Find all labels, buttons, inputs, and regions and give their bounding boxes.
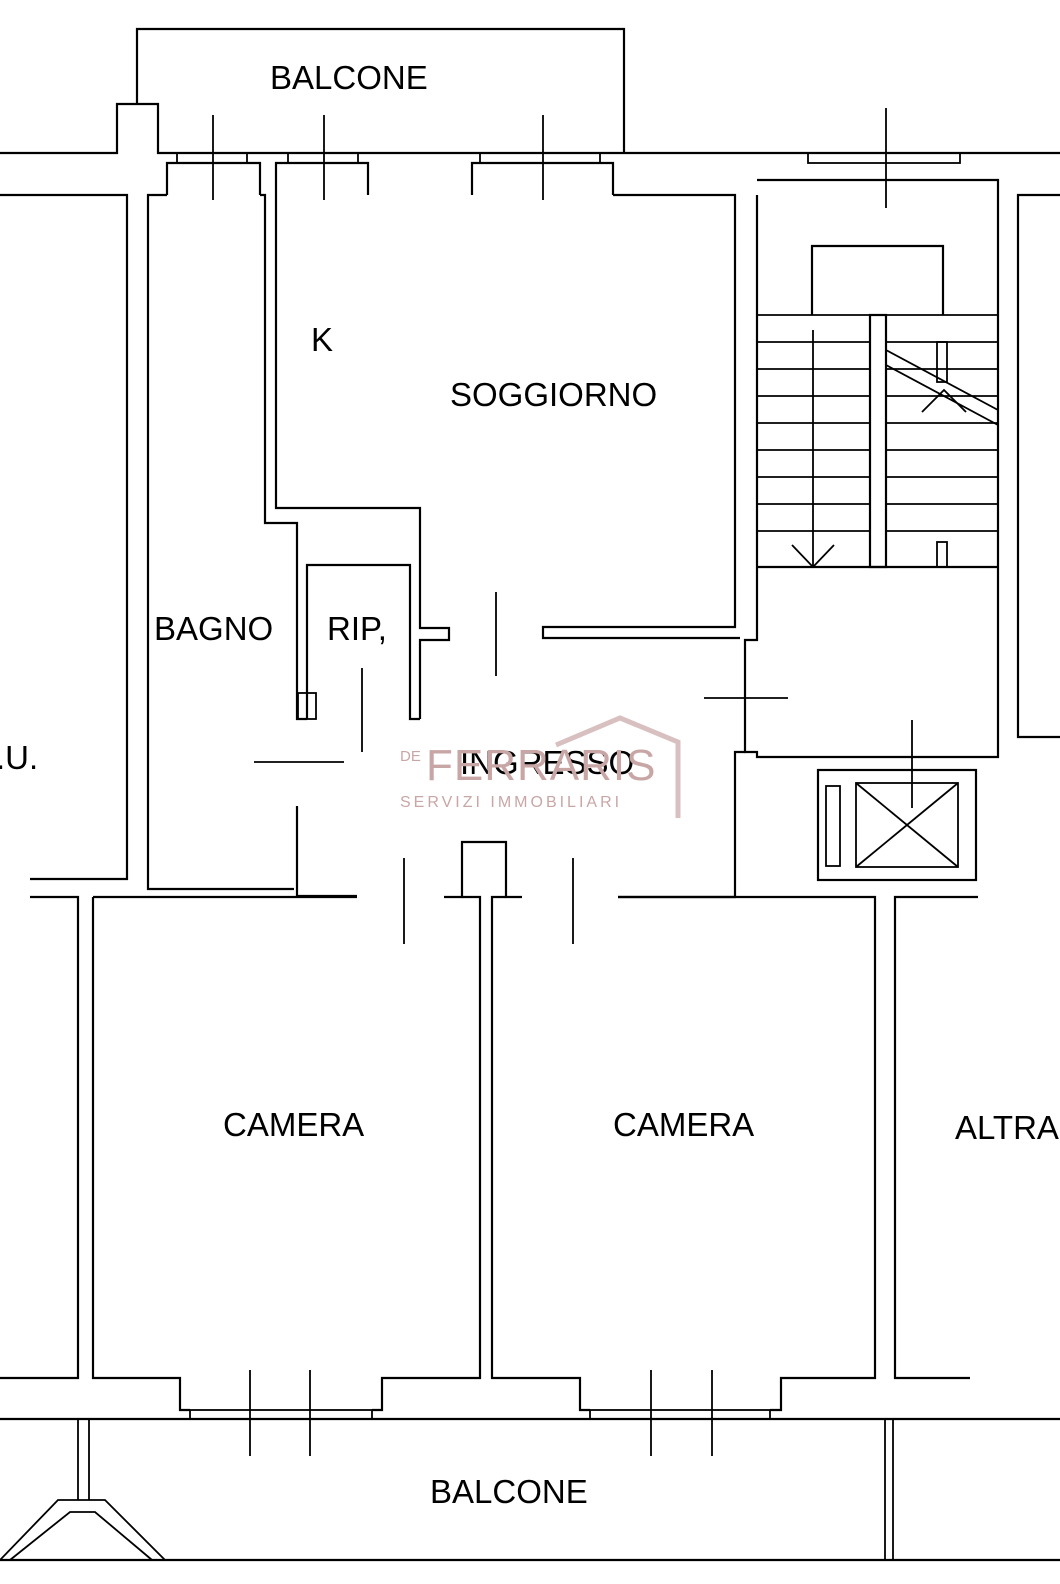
bathroom-walls bbox=[146, 193, 451, 898]
left-neighbour-wall bbox=[0, 193, 129, 1380]
label-ripostiglio: RIP, bbox=[327, 610, 387, 647]
elevator bbox=[816, 720, 978, 882]
label-camera-right: CAMERA bbox=[613, 1106, 755, 1143]
watermark-logo-letters: DE bbox=[400, 748, 421, 765]
label-soggiorno: SOGGIORNO bbox=[450, 376, 658, 413]
top-windows bbox=[165, 108, 961, 208]
label-balcone-top: BALCONE bbox=[270, 59, 428, 96]
bedroom-right-walls bbox=[490, 895, 877, 1412]
label-bagno: BAGNO bbox=[154, 610, 274, 647]
bottom-windows bbox=[189, 1370, 771, 1456]
altra-room-walls bbox=[893, 895, 978, 1380]
hall-walls bbox=[403, 697, 788, 944]
label-camera-left: CAMERA bbox=[223, 1106, 365, 1143]
label-altra-cut: ALTRA bbox=[955, 1109, 1059, 1146]
watermark-tagline: SERVIZI IMMOBILIARI bbox=[400, 794, 623, 811]
right-neighbour-wall bbox=[1016, 193, 1060, 739]
watermark-brand: FERRARIS bbox=[426, 741, 657, 790]
label-balcone-bottom: BALCONE bbox=[430, 1473, 588, 1510]
bottom-balcony bbox=[0, 1417, 1060, 1562]
living-room-walls bbox=[495, 193, 740, 676]
label-ingresso: INGRESSO bbox=[460, 744, 635, 781]
staircase bbox=[743, 178, 1000, 759]
bedroom-left-walls bbox=[91, 895, 482, 1412]
label-kitchen: K bbox=[311, 321, 334, 358]
watermark-house-icon bbox=[555, 715, 681, 818]
top-balcony bbox=[0, 27, 1060, 155]
label-left-cut: .U. bbox=[0, 739, 39, 776]
